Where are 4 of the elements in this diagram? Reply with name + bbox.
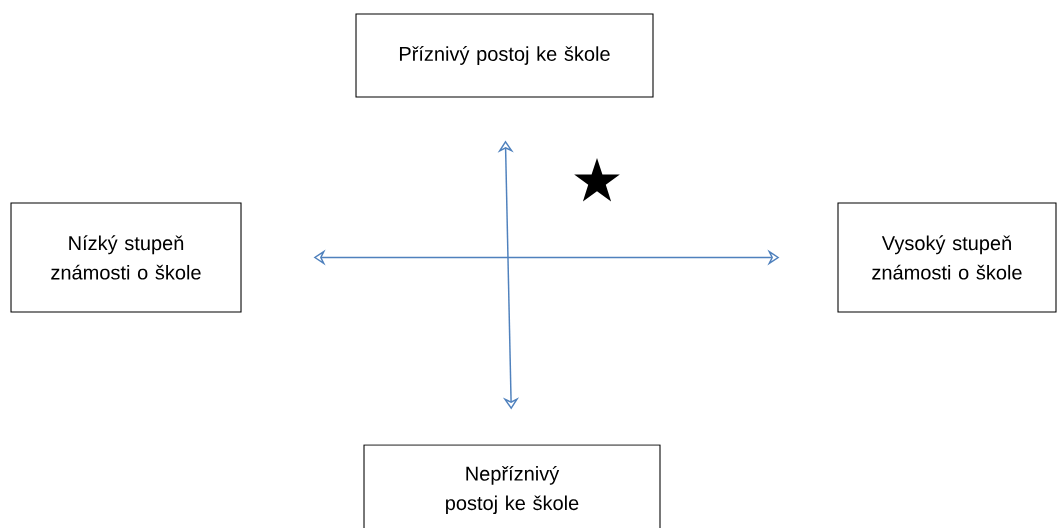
text-box: Vysoký stupeň známosti o škole <box>837 202 1057 313</box>
text-box: Příznivý postoj ke škole <box>355 13 654 98</box>
text-box: Nízký stupeň známosti o škole <box>10 202 242 313</box>
text-box: Nepříznivý postoj ke škole <box>363 444 661 528</box>
